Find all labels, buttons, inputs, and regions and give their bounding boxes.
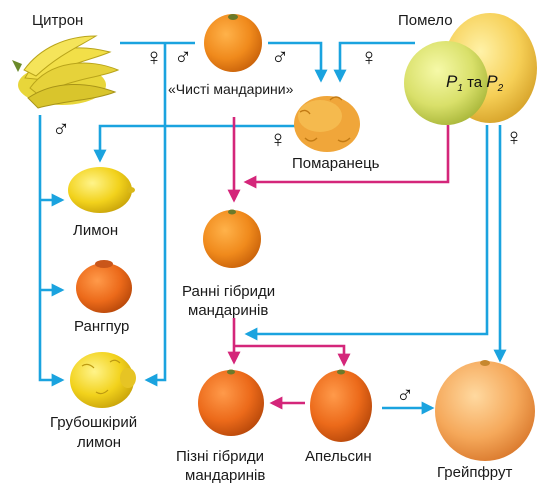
female-symbol-pomelo-sour-orange: ♀ xyxy=(360,44,378,71)
pomelo-varieties-label: P1 та P2 xyxy=(446,72,503,94)
pomelo-p1-subscript: 1 xyxy=(457,83,463,94)
male-symbol-orange: ♂ xyxy=(396,382,414,409)
female-symbol-grapefruit: ♀ xyxy=(505,124,523,151)
rough-lemon-image xyxy=(70,352,136,408)
pomelo-to-sour-orange-line xyxy=(333,41,415,83)
pomelo-p2-subscript: 2 xyxy=(497,83,504,94)
orange-image xyxy=(310,369,372,442)
sour-orange-to-lemon-line xyxy=(93,124,298,163)
male-symbol-mandarin-right: ♂ xyxy=(271,44,289,71)
label-pure-mandarins: «Чисті мандарини» xyxy=(168,81,294,97)
pomelo-p2-letter: P xyxy=(486,72,498,91)
label-grapefruit: Грейпфрут xyxy=(437,464,513,481)
label-lemon: Лимон xyxy=(73,222,119,239)
late-hybrids-image xyxy=(198,369,264,436)
label-sour-orange: Помаранець xyxy=(292,155,380,172)
mandarin-image xyxy=(204,14,262,72)
rangpur-image xyxy=(76,260,132,313)
pomelo-to-early-hybrids-line xyxy=(243,125,450,189)
label-rough-lemon-line1: Грубошкірий xyxy=(50,414,138,431)
pomelo-joiner: та xyxy=(467,74,483,91)
label-early-hybrids-line1: Ранні гібриди xyxy=(182,283,276,300)
label-orange: Апельсин xyxy=(305,448,372,465)
mandarin-to-rough-lemon-line xyxy=(144,43,167,387)
grapefruit-image xyxy=(435,360,535,461)
pomelo-p1-letter: P xyxy=(446,72,458,91)
label-rough-lemon-line2: лимон xyxy=(77,434,122,451)
pomelo-image xyxy=(404,13,537,125)
citron-to-rough-lemon-line xyxy=(38,115,65,387)
label-late-hybrids-line1: Пізні гібриди xyxy=(176,448,265,465)
lemon-image xyxy=(68,167,135,213)
blue-connectors xyxy=(38,41,507,415)
label-late-hybrids-line2: мандаринів xyxy=(185,467,266,484)
pomelo-to-orange-line xyxy=(244,125,489,341)
label-rangpur: Рангпур xyxy=(74,318,130,335)
female-symbol-citron-mandarin: ♀ xyxy=(145,44,163,71)
mandarin-to-sour-orange-line xyxy=(268,41,328,83)
label-early-hybrids-line2: мандаринів xyxy=(188,302,269,319)
label-pomelo: Помело xyxy=(398,12,453,29)
male-symbol-mandarin-left: ♂ xyxy=(174,44,192,71)
female-symbol-sour-orange: ♀ xyxy=(269,126,287,153)
citron-image xyxy=(12,35,120,109)
early-hybrids-image xyxy=(203,209,261,268)
early-hybrids-to-orange-line xyxy=(234,344,351,367)
male-symbol-citron: ♂ xyxy=(52,116,70,143)
sour-orange-image xyxy=(294,96,360,152)
label-citron: Цитрон xyxy=(32,12,84,29)
magenta-connectors xyxy=(227,117,450,410)
